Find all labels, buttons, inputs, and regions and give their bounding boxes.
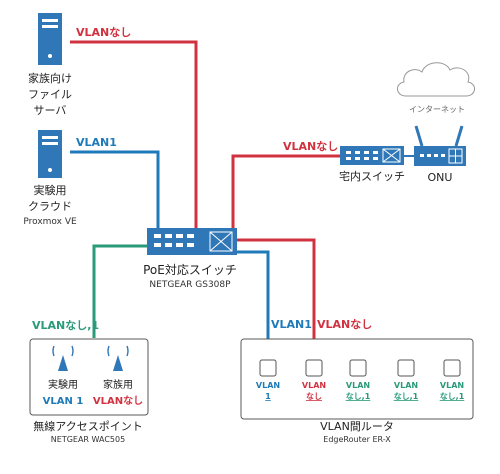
lab-cloud-label-1: 実験用	[34, 183, 67, 197]
ssid-left-name: 実験用	[48, 378, 78, 391]
router-port-sublabel: なし	[306, 392, 322, 401]
link-home-switch	[231, 154, 340, 228]
label-router-blue-link: VLAN1	[271, 318, 312, 331]
label-server-blue-link: VLAN1	[76, 136, 117, 149]
router-port	[443, 359, 461, 377]
router-port	[397, 359, 415, 377]
router-icon	[414, 125, 466, 166]
link-family-server	[70, 40, 198, 228]
label-ap-link: VLANなし,1	[32, 319, 99, 332]
cloud-icon	[397, 62, 475, 97]
family-server-label-2: ファイル	[28, 88, 72, 101]
router-port-label: VLAN	[346, 381, 370, 390]
router-port-sublabel: なし,1	[346, 392, 371, 401]
poe-switch-label: PoE対応スイッチ	[143, 263, 237, 277]
label-router-red-link: VLANなし	[317, 318, 372, 331]
family-server-label-3: サーバ	[34, 104, 67, 117]
router-ports: VLAN 1 VLAN なし VLAN なし,1 VLAN なし,1 VLAN なし,1	[256, 359, 465, 401]
onu: ONU	[414, 125, 466, 184]
lab-cloud-sublabel: Proxmox VE	[23, 217, 77, 227]
server-icon	[38, 13, 62, 65]
switch-icon	[147, 228, 237, 255]
ap-label: 無線アクセスポイント	[33, 419, 142, 433]
ssid-right-vlan: VLANなし	[93, 395, 143, 407]
internet-cloud: インターネット	[397, 62, 475, 114]
router-port-sublabel: なし,1	[440, 392, 465, 401]
router-port	[305, 359, 323, 377]
label-home-switch-link: VLANなし	[283, 140, 338, 153]
access-point: 実験用 VLAN 1 家族用 VLANなし 無線アクセスポイント NETGEAR…	[29, 338, 149, 444]
home-switch: 宅内スイッチ	[339, 146, 405, 183]
vlan-router: VLAN 1 VLAN なし VLAN なし,1 VLAN なし,1 VLAN なし,1 VLAN…	[240, 338, 474, 444]
label-server-red-link: VLANなし	[76, 26, 131, 39]
link-ap	[92, 244, 150, 338]
router-port-label: VLAN	[394, 381, 418, 390]
ap-model: NETGEAR WAC505	[51, 435, 125, 444]
server-icon	[38, 130, 62, 178]
router-port-label: VLAN	[440, 381, 464, 390]
home-switch-label: 宅内スイッチ	[339, 169, 405, 183]
ssid-right-name: 家族用	[103, 378, 133, 391]
antenna-icon	[107, 345, 129, 371]
router-port	[259, 359, 277, 377]
family-server-label-1: 家族向け	[28, 71, 72, 85]
router-box	[240, 338, 474, 420]
connection-lines	[70, 40, 414, 362]
router-port-sublabel: なし,1	[394, 392, 419, 401]
router-port-sublabel: 1	[265, 392, 271, 401]
lab-cloud-label-2: クラウド	[28, 200, 72, 213]
lab-cloud-server: 実験用 クラウド Proxmox VE	[23, 130, 77, 227]
router-port-label: VLAN	[256, 381, 280, 390]
link-router-vlan1	[232, 250, 270, 362]
ssid-left-vlan: VLAN 1	[43, 396, 84, 407]
internet-label: インターネット	[409, 105, 465, 114]
family-server: 家族向け ファイル サーバ	[28, 13, 72, 117]
poe-switch: PoE対応スイッチ NETGEAR GS308P	[143, 228, 237, 290]
router-port	[349, 359, 367, 377]
link-lab-cloud	[70, 150, 160, 228]
onu-label: ONU	[428, 171, 453, 184]
router-model: EdgeRouter ER-X	[323, 435, 391, 444]
poe-switch-model: NETGEAR GS308P	[149, 280, 231, 290]
switch-icon	[340, 146, 404, 165]
router-port-label: VLAN	[302, 381, 326, 390]
link-router-vlan-none	[232, 238, 316, 362]
router-label: VLAN間ルータ	[320, 420, 394, 433]
antenna-icon	[52, 345, 74, 371]
